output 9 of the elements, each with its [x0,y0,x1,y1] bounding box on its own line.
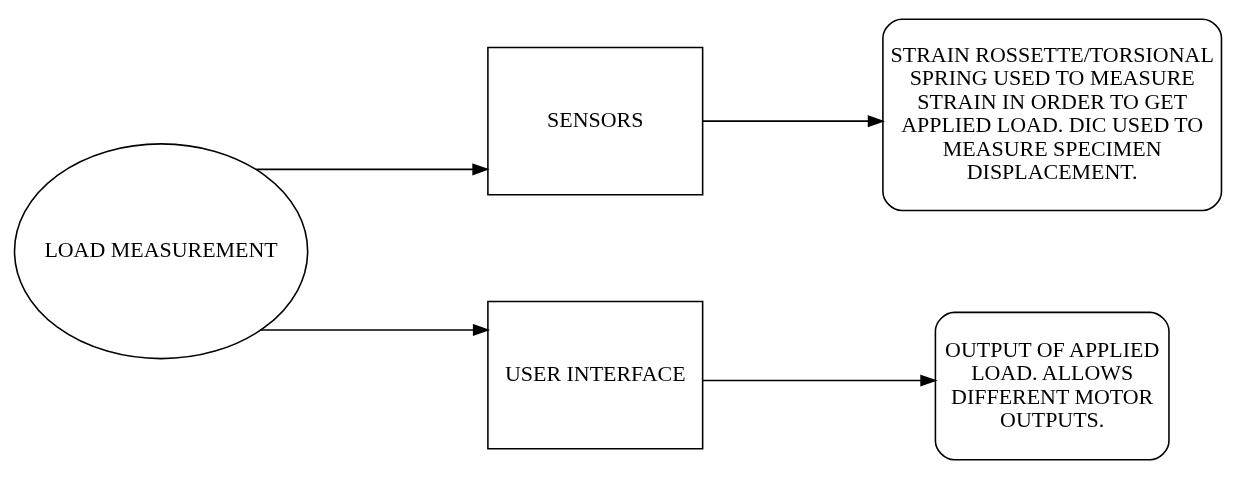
node-ellipse: LOAD MEASUREMENT [13,142,309,359]
node-box: STRAIN ROSSETTE/TORSIONAL SPRING USED TO MEASURE STRAIN IN ORDER TO GET APPLIED LOAD. DIC USED TO MEASURE SPECIMEN DISPLACEMENT. [882,18,1223,211]
arrow [259,323,491,336]
node-box: OUTPUT OF APPLIED LOAD. ALLOWS DIFFERENT MOTOR OUTPUTS. [934,311,1170,460]
node-box: USER INTERFACE [487,300,704,450]
node-box: SENSORS [487,46,704,196]
arrow [702,374,938,387]
arrow [702,114,886,127]
arrow [255,162,490,175]
